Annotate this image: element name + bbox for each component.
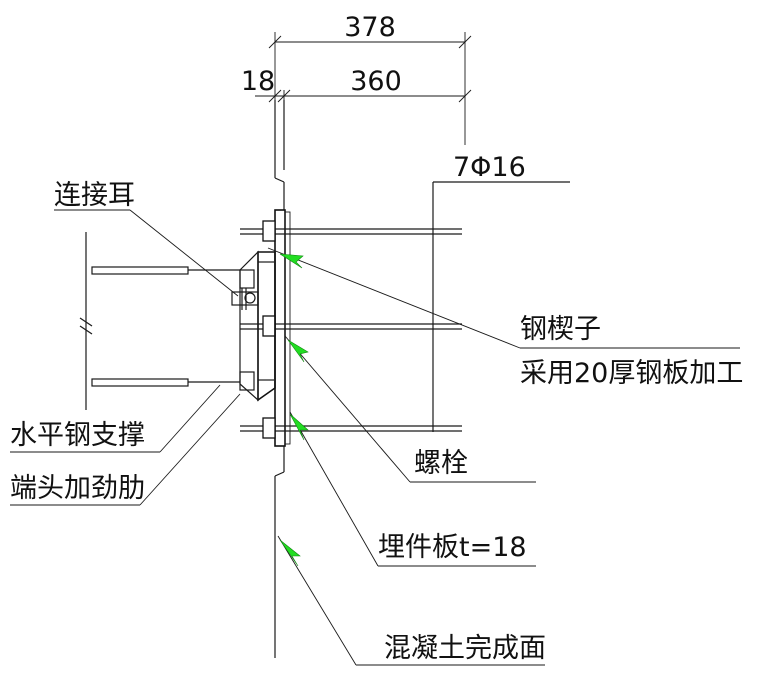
label-steel-wedge-1: 钢楔子 (520, 314, 601, 345)
rebar-label: 7Φ16 (453, 152, 526, 183)
right-leaders: 钢楔子 采用20厚钢板加工 螺栓 埋件板t=18 混凝土完成面 (267, 247, 743, 666)
plate-arrow-icon (289, 413, 309, 441)
concrete-arrow-icon (279, 539, 301, 567)
steel-wedge (239, 250, 276, 402)
label-embedded-plate: 埋件板t=18 (378, 532, 527, 563)
dimension-total: 378 (344, 12, 396, 43)
label-horizontal-brace: 水平钢支撑 (10, 420, 145, 451)
label-connecting-ear: 连接耳 (54, 180, 135, 211)
label-bolt: 螺栓 (414, 448, 468, 479)
embedded-plate (274, 209, 291, 447)
dimension-plate: 18 (241, 66, 275, 97)
label-steel-wedge-2: 采用20厚钢板加工 (520, 358, 743, 389)
concrete-face (274, 100, 285, 658)
horizontal-steel-brace (79, 232, 240, 410)
left-leaders: 连接耳 水平钢支撑 端头加劲肋 (10, 180, 241, 506)
connecting-ear-detail (231, 288, 259, 310)
bolt-arrow-icon (287, 339, 309, 363)
anchor-bolts (240, 220, 462, 439)
dimension-bolt-span: 360 (350, 66, 402, 97)
label-concrete-surface: 混凝土完成面 (384, 633, 546, 664)
dimension-group: 378 18 360 (241, 12, 472, 150)
label-end-stiffener: 端头加劲肋 (10, 473, 145, 504)
rebar-cage: 7Φ16 (432, 152, 570, 432)
wedge-arrow-icon (279, 253, 304, 269)
